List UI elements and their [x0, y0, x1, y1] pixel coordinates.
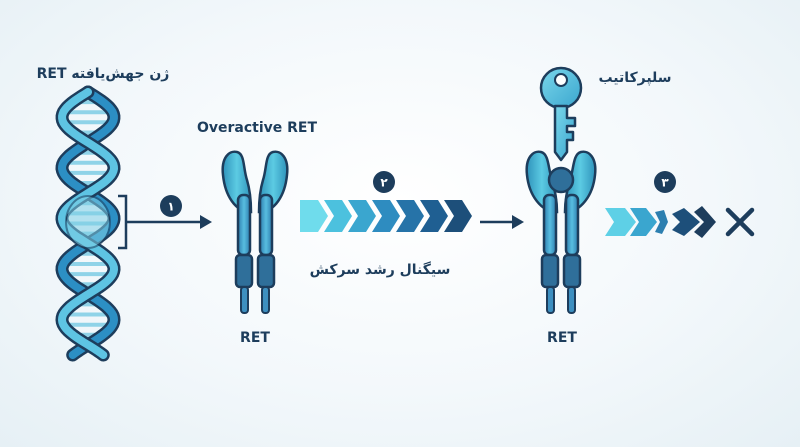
mutated-gene-label: ژن جهش‌یافته RET [36, 66, 170, 82]
receptor-right-label: RET [547, 330, 577, 346]
blocked-signal-arrows [605, 206, 716, 238]
gene-bracket [118, 194, 128, 250]
x-mark-icon [725, 207, 755, 237]
key-icon [539, 66, 583, 162]
step-badge-2: ۲ [373, 171, 395, 193]
step-number-3: ۳ [661, 176, 669, 190]
signal-chevron [324, 200, 352, 232]
overactive-ret-label: Overactive RET [196, 120, 318, 136]
growth-signal-arrows [300, 200, 472, 232]
step-number-2: ۲ [380, 176, 388, 190]
signal-chevron [372, 200, 400, 232]
step-badge-3: ۳ [654, 171, 676, 193]
dna-helix-icon [55, 85, 121, 362]
arrow-gene-to-receptor [127, 215, 212, 229]
signal-chevron [444, 200, 472, 232]
step-badge-1: ۱ [160, 195, 182, 217]
signal-chevron [420, 200, 448, 232]
signal-chevron [348, 200, 376, 232]
receptor-left-label: RET [240, 330, 270, 346]
arrow-to-inhibited-receptor [480, 215, 524, 229]
signal-chevron [300, 200, 328, 232]
step-number-1: ۱ [167, 200, 174, 214]
signal-chevron [396, 200, 424, 232]
ret-receptor-overactive [221, 150, 289, 314]
drug-bound-pocket [547, 166, 575, 194]
growth-signal-label: سیگنال رشد سرکش [309, 262, 451, 278]
ret-receptor-inhibited [525, 150, 597, 314]
mutated-segment [65, 195, 111, 249]
drug-label: سلپرکاتیب [598, 70, 672, 86]
